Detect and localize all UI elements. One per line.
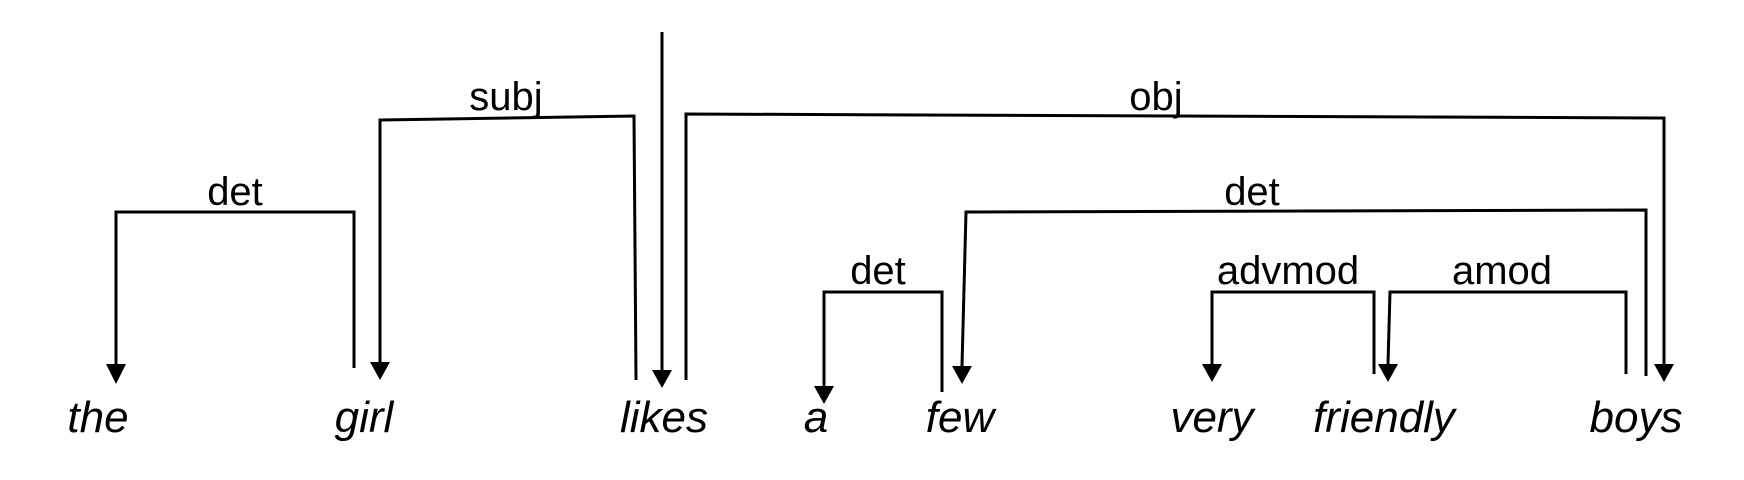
arc-det-boys-few-line bbox=[960, 208, 1648, 376]
arc-det-few-a-arrowhead bbox=[814, 386, 834, 404]
arc-subj-likes-girl-arrowhead bbox=[370, 362, 390, 380]
arc-amod-boys-friendly-line bbox=[1386, 290, 1628, 374]
arc-subj-likes-girl-line bbox=[378, 114, 638, 381]
arc-amod-boys-friendly: amod bbox=[1378, 249, 1628, 382]
word-friendly: friendly bbox=[1313, 393, 1458, 442]
arc-obj-likes-boys-label: obj bbox=[1129, 75, 1182, 119]
root-arrowhead bbox=[652, 370, 672, 388]
arc-det-girl-the-line bbox=[114, 210, 356, 368]
arc-det-few-a: det bbox=[814, 249, 944, 404]
arc-advmod-friendly-very-line bbox=[1210, 290, 1376, 374]
word-likes: likes bbox=[620, 393, 708, 442]
word-few: few bbox=[926, 393, 998, 442]
arc-advmod-friendly-very-label: advmod bbox=[1217, 249, 1359, 293]
arc-det-few-a-label: det bbox=[850, 249, 906, 293]
arc-amod-boys-friendly-label: amod bbox=[1452, 249, 1552, 293]
arc-advmod-friendly-very: advmod bbox=[1202, 249, 1376, 382]
arc-det-boys-few-label: det bbox=[1224, 170, 1280, 214]
arc-det-boys-few-arrowhead bbox=[952, 366, 972, 384]
word-the: the bbox=[67, 393, 128, 442]
root-arrow bbox=[652, 32, 672, 388]
arc-obj-likes-boys: obj bbox=[684, 75, 1674, 382]
word-boys: boys bbox=[1590, 393, 1683, 442]
arc-subj-likes-girl: subj bbox=[370, 75, 638, 381]
word-very: very bbox=[1170, 393, 1256, 442]
arc-det-girl-the: det bbox=[106, 170, 356, 384]
arc-subj-likes-girl-label: subj bbox=[469, 75, 542, 119]
arc-det-girl-the-arrowhead bbox=[106, 364, 126, 384]
arc-amod-boys-friendly-arrowhead bbox=[1378, 364, 1398, 382]
word-girl: girl bbox=[335, 393, 395, 442]
arc-det-girl-the-label: det bbox=[207, 170, 263, 214]
arc-obj-likes-boys-arrowhead bbox=[1654, 364, 1674, 382]
arc-obj-likes-boys-line bbox=[684, 112, 1666, 380]
arc-det-boys-few: det bbox=[952, 170, 1648, 384]
arc-advmod-friendly-very-arrowhead bbox=[1202, 364, 1222, 382]
arc-det-few-a-line bbox=[822, 290, 944, 392]
sentence-words: the girl likes a few very friendly boys bbox=[67, 393, 1682, 442]
